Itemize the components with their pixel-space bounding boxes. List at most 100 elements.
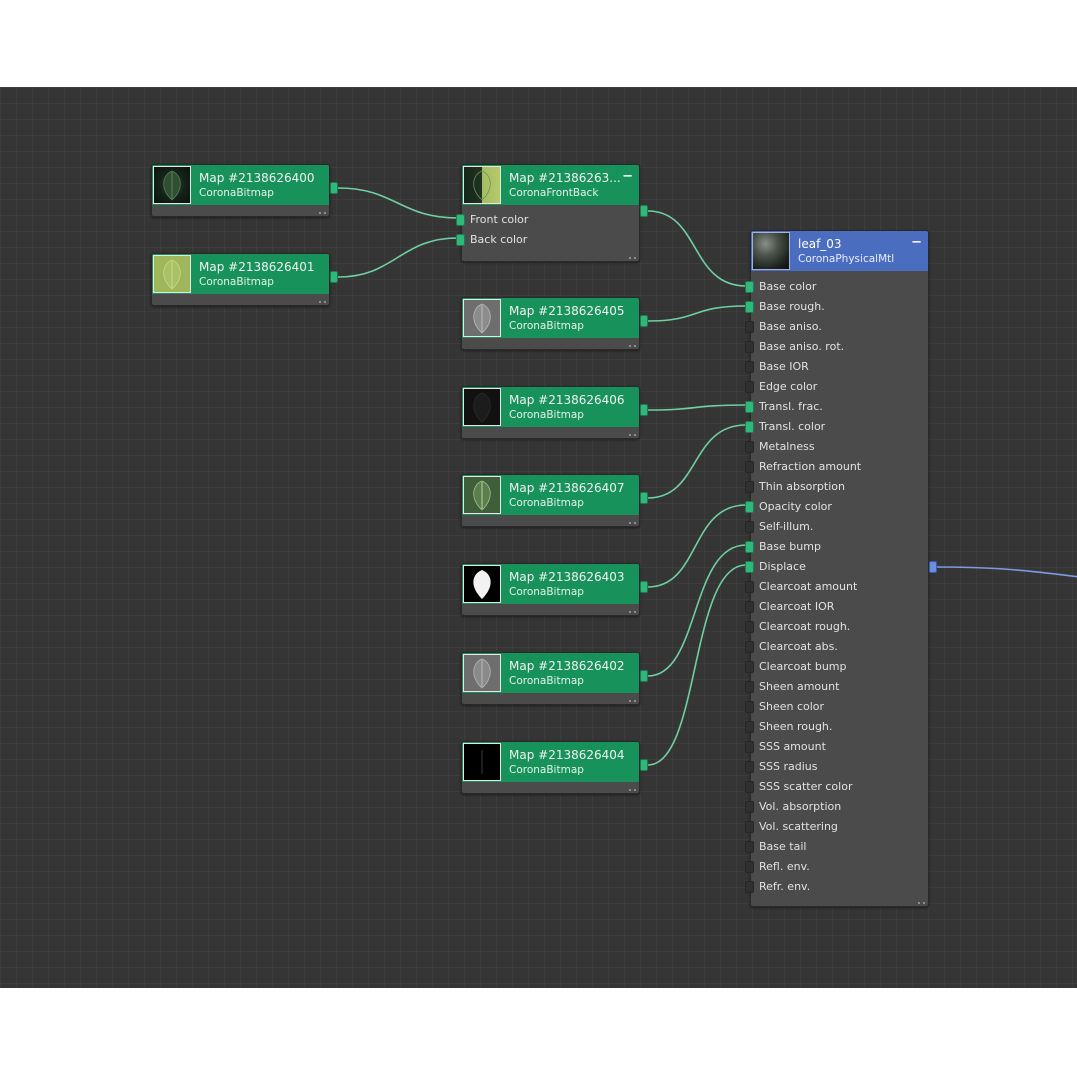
bitmap-node-2138626401[interactable]: Map #2138626401 CoronaBitmap xyxy=(151,253,330,306)
node-header[interactable]: Map #2138626403 CoronaBitmap xyxy=(462,564,639,604)
wire-2138626404-to-displace[interactable] xyxy=(647,564,747,766)
input-port[interactable] xyxy=(456,234,465,246)
resize-grip-icon[interactable] xyxy=(319,298,326,303)
wire-2138626406-to-transl-frac[interactable] xyxy=(647,404,747,411)
material-slot-transl-color[interactable]: Transl. color xyxy=(745,417,928,437)
material-slot-displace[interactable]: Displace xyxy=(745,557,928,577)
material-slot-base-bump[interactable]: Base bump xyxy=(745,537,928,557)
output-port[interactable] xyxy=(330,182,338,194)
bitmap-node-2138626404[interactable]: Map #2138626404 CoronaBitmap xyxy=(461,741,640,794)
input-port[interactable] xyxy=(745,341,754,353)
wire-2138626403-to-opacity-color[interactable] xyxy=(647,504,747,588)
bitmap-node-2138626402[interactable]: Map #2138626402 CoronaBitmap xyxy=(461,652,640,705)
input-port[interactable] xyxy=(745,381,754,393)
input-port[interactable] xyxy=(745,521,754,533)
bitmap-node-2138626403[interactable]: Map #2138626403 CoronaBitmap xyxy=(461,563,640,616)
input-port[interactable] xyxy=(745,441,754,453)
material-slot-vol-scattering[interactable]: Vol. scattering xyxy=(745,817,928,837)
material-slot-edge-color[interactable]: Edge color xyxy=(745,377,928,397)
input-port[interactable] xyxy=(745,861,754,873)
input-port[interactable] xyxy=(745,361,754,373)
resize-grip-icon[interactable] xyxy=(319,209,326,214)
input-port[interactable] xyxy=(745,561,754,573)
material-slot-thin-absorption[interactable]: Thin absorption xyxy=(745,477,928,497)
input-port[interactable] xyxy=(745,841,754,853)
material-slot-sheen-rough[interactable]: Sheen rough. xyxy=(745,717,928,737)
output-port[interactable] xyxy=(330,271,338,283)
output-port[interactable] xyxy=(640,670,648,682)
resize-grip-icon[interactable] xyxy=(918,899,925,904)
wire-2138626401-to-back-color[interactable] xyxy=(337,237,459,278)
input-port[interactable] xyxy=(745,741,754,753)
material-slot-vol-absorption[interactable]: Vol. absorption xyxy=(745,797,928,817)
node-header[interactable]: Map #2138626400 CoronaBitmap xyxy=(152,165,329,205)
input-port[interactable] xyxy=(745,641,754,653)
input-port[interactable] xyxy=(745,721,754,733)
material-slot-base-aniso[interactable]: Base aniso. xyxy=(745,317,928,337)
resize-grip-icon[interactable] xyxy=(629,254,636,259)
resize-grip-icon[interactable] xyxy=(629,608,636,613)
wire-2138626407-to-transl-color[interactable] xyxy=(647,424,747,499)
input-port[interactable] xyxy=(745,541,754,553)
input-port[interactable] xyxy=(745,761,754,773)
input-port[interactable] xyxy=(456,214,465,226)
wire-frontback-to-base-color[interactable] xyxy=(647,210,747,287)
collapse-icon[interactable]: − xyxy=(622,169,633,184)
input-port[interactable] xyxy=(745,421,754,433)
material-slot-sss-amount[interactable]: SSS amount xyxy=(745,737,928,757)
input-port[interactable] xyxy=(745,581,754,593)
wire-material-output[interactable] xyxy=(935,566,1077,578)
node-header[interactable]: Map #21386263... CoronaFrontBack − xyxy=(462,165,639,205)
material-slot-transl-frac[interactable]: Transl. frac. xyxy=(745,397,928,417)
resize-grip-icon[interactable] xyxy=(629,431,636,436)
material-slot-clearcoat-rough[interactable]: Clearcoat rough. xyxy=(745,617,928,637)
material-slot-sheen-color[interactable]: Sheen color xyxy=(745,697,928,717)
material-slot-metalness[interactable]: Metalness xyxy=(745,437,928,457)
wire-2138626405-to-base-rough[interactable] xyxy=(647,305,747,322)
node-header[interactable]: Map #2138626406 CoronaBitmap xyxy=(462,387,639,427)
node-header[interactable]: Map #2138626401 CoronaBitmap xyxy=(152,254,329,294)
material-slot-clearcoat-abs[interactable]: Clearcoat abs. xyxy=(745,637,928,657)
output-port[interactable] xyxy=(640,404,648,416)
node-header[interactable]: Map #2138626402 CoronaBitmap xyxy=(462,653,639,693)
input-port[interactable] xyxy=(745,321,754,333)
wire-2138626402-to-base-bump[interactable] xyxy=(647,544,747,677)
material-slot-clearcoat-amount[interactable]: Clearcoat amount xyxy=(745,577,928,597)
input-port[interactable] xyxy=(745,881,754,893)
output-port[interactable] xyxy=(640,492,648,504)
material-slot-sss-radius[interactable]: SSS radius xyxy=(745,757,928,777)
bitmap-node-2138626405[interactable]: Map #2138626405 CoronaBitmap xyxy=(461,297,640,350)
material-slot-clearcoat-bump[interactable]: Clearcoat bump xyxy=(745,657,928,677)
input-port[interactable] xyxy=(745,401,754,413)
material-slot-base-ior[interactable]: Base IOR xyxy=(745,357,928,377)
output-port[interactable] xyxy=(640,315,648,327)
material-slot-base-rough[interactable]: Base rough. xyxy=(745,297,928,317)
resize-grip-icon[interactable] xyxy=(629,342,636,347)
material-slot-refr-env[interactable]: Refr. env. xyxy=(745,877,928,897)
input-port[interactable] xyxy=(745,481,754,493)
material-slot-refl-env[interactable]: Refl. env. xyxy=(745,857,928,877)
node-header[interactable]: Map #2138626407 CoronaBitmap xyxy=(462,475,639,515)
bitmap-node-2138626400[interactable]: Map #2138626400 CoronaBitmap xyxy=(151,164,330,217)
material-output-port[interactable] xyxy=(929,561,937,573)
material-slot-base-tail[interactable]: Base tail xyxy=(745,837,928,857)
input-port[interactable] xyxy=(745,281,754,293)
collapse-icon[interactable]: − xyxy=(911,235,922,250)
node-header[interactable]: leaf_03 CoronaPhysicalMtl − xyxy=(751,231,928,271)
input-port[interactable] xyxy=(745,461,754,473)
input-port[interactable] xyxy=(745,821,754,833)
output-port[interactable] xyxy=(640,581,648,593)
input-port[interactable] xyxy=(745,621,754,633)
input-port[interactable] xyxy=(745,801,754,813)
input-port[interactable] xyxy=(745,301,754,313)
bitmap-node-2138626407[interactable]: Map #2138626407 CoronaBitmap xyxy=(461,474,640,527)
input-port[interactable] xyxy=(745,701,754,713)
resize-grip-icon[interactable] xyxy=(629,786,636,791)
output-port[interactable] xyxy=(640,759,648,771)
material-slot-opacity-color[interactable]: Opacity color xyxy=(745,497,928,517)
input-slot-front-color[interactable]: Front color xyxy=(456,210,639,230)
material-slot-sss-scatter-color[interactable]: SSS scatter color xyxy=(745,777,928,797)
input-port[interactable] xyxy=(745,661,754,673)
material-slot-self-illum[interactable]: Self-illum. xyxy=(745,517,928,537)
